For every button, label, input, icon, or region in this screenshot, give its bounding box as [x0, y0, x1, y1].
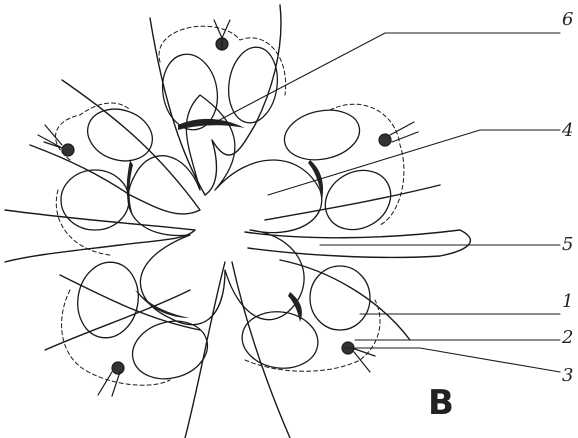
callout-3: 3: [562, 365, 573, 386]
callout-5: 5: [562, 234, 573, 255]
dark-crescent: [127, 119, 323, 322]
central-stipple-mass: [128, 95, 322, 325]
callout-1: 1: [562, 291, 573, 312]
panel-letter: B: [428, 383, 454, 423]
callout-2: 2: [561, 327, 573, 348]
callout-6: 6: [562, 9, 573, 30]
radial-wedge: [5, 5, 470, 438]
leader-lines: [210, 33, 560, 372]
stippled-oval: [61, 44, 401, 387]
leader-6: [210, 33, 560, 125]
leader-3: [345, 348, 560, 372]
callout-4: 4: [561, 120, 573, 141]
